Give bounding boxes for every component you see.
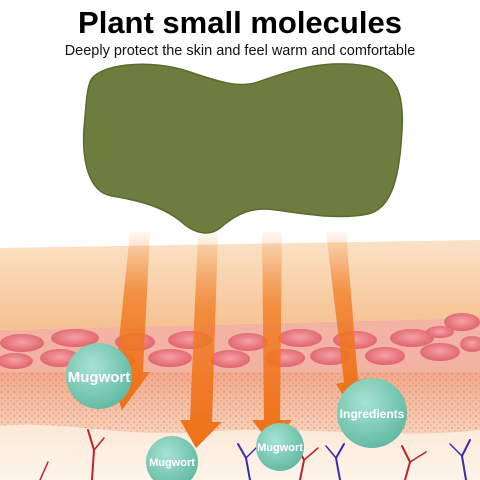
herbal-patch [83, 63, 403, 233]
label-mugwort-right: Mugwort [257, 442, 303, 454]
label-mugwort-center: Mugwort [149, 457, 195, 469]
page-subtitle: Deeply protect the skin and feel warm an… [64, 43, 416, 59]
arrow-center-left [180, 232, 222, 448]
page-title: Plant small molecules [78, 5, 402, 40]
patch-texture [82, 63, 404, 234]
ingredient-bubbles [66, 343, 407, 480]
label-ingredients: Ingredients [340, 407, 405, 421]
label-mugwort-left: Mugwort [68, 369, 130, 386]
epidermis-top-layer [0, 240, 480, 330]
arrow-right [326, 232, 366, 410]
arrow-center-right [252, 232, 292, 446]
